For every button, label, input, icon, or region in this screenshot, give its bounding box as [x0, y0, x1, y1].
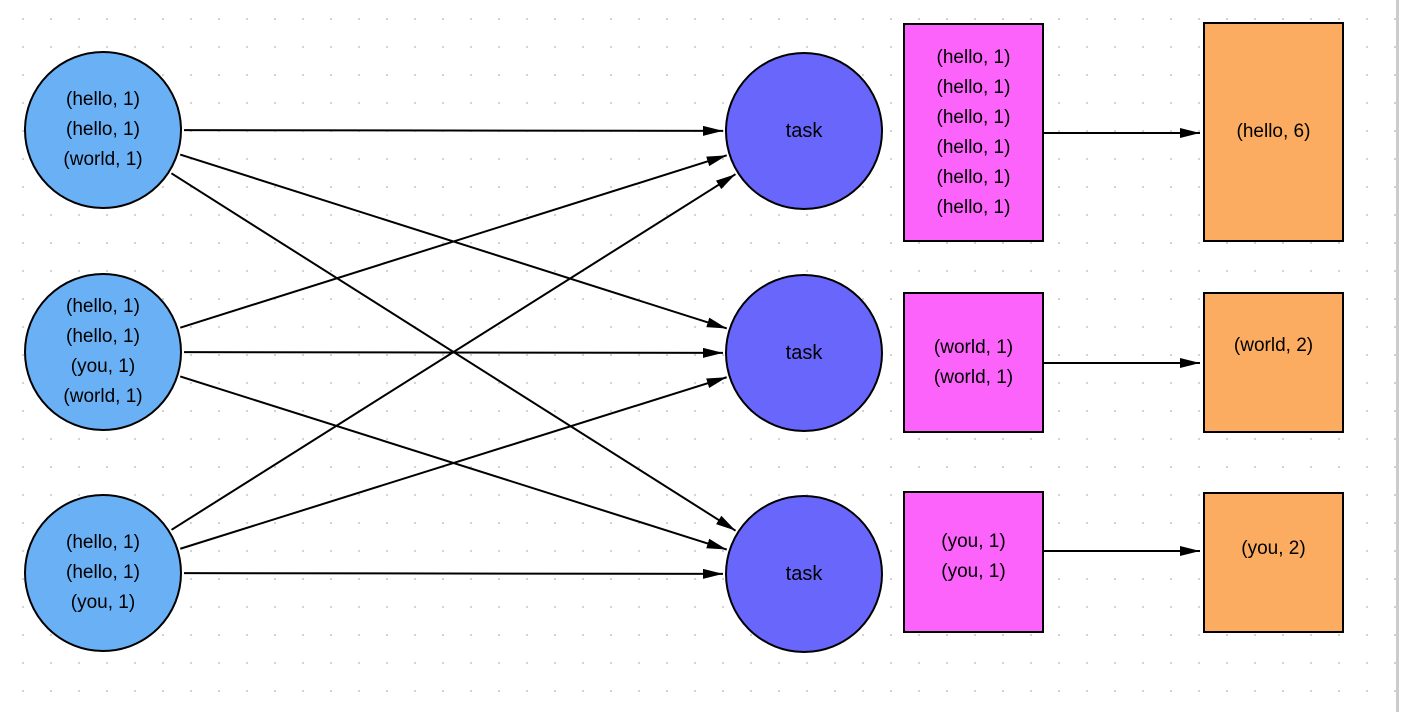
map-output-node-2: (hello, 1) (hello, 1) (you, 1) (world, 1…: [24, 273, 182, 431]
pair-text: (you, 1): [941, 531, 1006, 552]
pair-text: (hello, 1): [936, 196, 1011, 218]
pair-text: (hello, 1): [936, 46, 1011, 68]
shuffle-pairs: (you, 1) (you, 1): [941, 527, 1005, 587]
output-text: (world, 2): [1233, 334, 1314, 356]
output-box-world: (world, 2): [1203, 292, 1344, 433]
map-output-pairs: (hello, 1) (hello, 1) (you, 1): [66, 528, 140, 618]
pair-text: (world, 1): [63, 386, 143, 407]
edge-arrow: [183, 568, 724, 579]
edge-arrow: [183, 125, 724, 136]
pair-text: (world, 1): [933, 336, 1014, 358]
edge-arrow: [183, 347, 724, 358]
edge-arrow: [179, 154, 728, 329]
shuffle-pairs: (hello, 1) (hello, 1) (hello, 1) (hello,…: [937, 43, 1011, 223]
edge-arrow: [179, 375, 728, 551]
reduce-task-node-2: task: [725, 274, 883, 432]
pair-text: (hello, 1): [66, 562, 140, 583]
pair-text: (hello, 1): [936, 106, 1011, 128]
task-label: task: [785, 341, 823, 364]
pair-text: (world, 1): [63, 149, 143, 170]
pair-text: (hello, 1): [936, 136, 1011, 158]
map-output-node-1: (hello, 1) (hello, 1) (world, 1): [24, 51, 182, 209]
window-edge: [1396, 0, 1399, 712]
pair-text: (hello, 1): [66, 326, 140, 347]
reduce-task-node-1: task: [725, 52, 883, 210]
pair-text: (you, 1): [941, 561, 1006, 582]
edge-arrow: [170, 172, 737, 532]
pair-text: (world, 1): [933, 366, 1014, 388]
pair-text: (hello, 1): [66, 296, 140, 317]
shuffle-group-hello: (hello, 1) (hello, 1) (hello, 1) (hello,…: [903, 23, 1044, 242]
output-box-you: (you, 2): [1203, 492, 1344, 633]
pair-text: (hello, 1): [66, 89, 140, 110]
pair-text: (hello, 1): [66, 119, 140, 140]
shuffle-group-you: (you, 1) (you, 1): [903, 491, 1044, 633]
reduce-task-node-3: task: [725, 495, 883, 653]
edge-arrow: [179, 153, 728, 330]
pair-text: (you, 1): [70, 592, 136, 613]
shuffle-pairs: (world, 1) (world, 1): [934, 333, 1013, 393]
map-output-pairs: (hello, 1) (hello, 1) (you, 1) (world, 1…: [63, 292, 142, 412]
shuffle-group-world: (world, 1) (world, 1): [903, 292, 1044, 433]
output-box-hello: (hello, 6): [1203, 22, 1344, 242]
edge-arrow: [179, 376, 728, 550]
pair-text: (hello, 1): [66, 532, 140, 553]
pair-text: (hello, 1): [936, 166, 1011, 188]
pair-text: (you, 1): [70, 356, 136, 377]
output-text: (hello, 6): [1236, 121, 1311, 142]
output-text: (you, 2): [1241, 537, 1306, 559]
task-label: task: [785, 119, 823, 142]
task-label: task: [785, 562, 823, 585]
edge-arrow: [170, 173, 737, 531]
pair-text: (hello, 1): [936, 76, 1011, 98]
map-output-node-3: (hello, 1) (hello, 1) (you, 1): [24, 494, 182, 652]
map-output-pairs: (hello, 1) (hello, 1) (world, 1): [63, 85, 142, 175]
